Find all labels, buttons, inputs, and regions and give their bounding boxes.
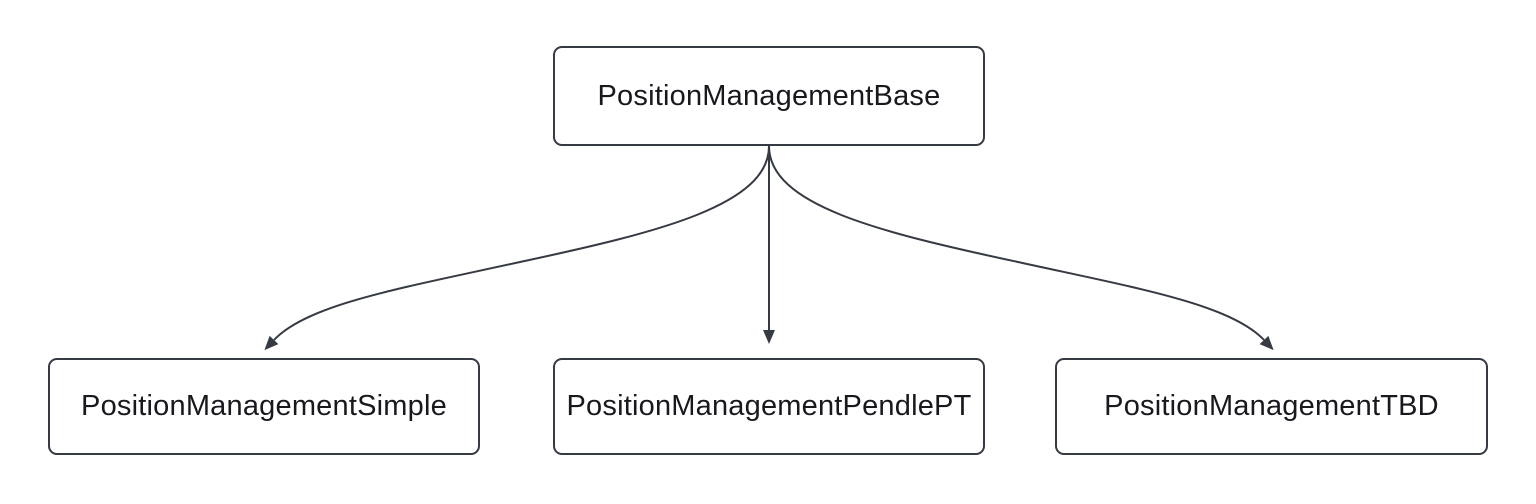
node-label: PositionManagementPendlePT <box>566 390 972 423</box>
node-label: PositionManagementBase <box>597 79 941 112</box>
edge-base-to-simple <box>264 145 770 351</box>
node-position-management-simple: PositionManagementSimple <box>48 358 480 455</box>
edge-base-to-tbd <box>768 145 1274 351</box>
node-position-management-tbd: PositionManagementTBD <box>1055 358 1488 455</box>
node-position-management-base: PositionManagementBase <box>553 46 985 146</box>
node-label: PositionManagementTBD <box>1104 390 1439 423</box>
node-label: PositionManagementSimple <box>81 390 447 423</box>
node-position-management-pendlept: PositionManagementPendlePT <box>553 358 985 455</box>
